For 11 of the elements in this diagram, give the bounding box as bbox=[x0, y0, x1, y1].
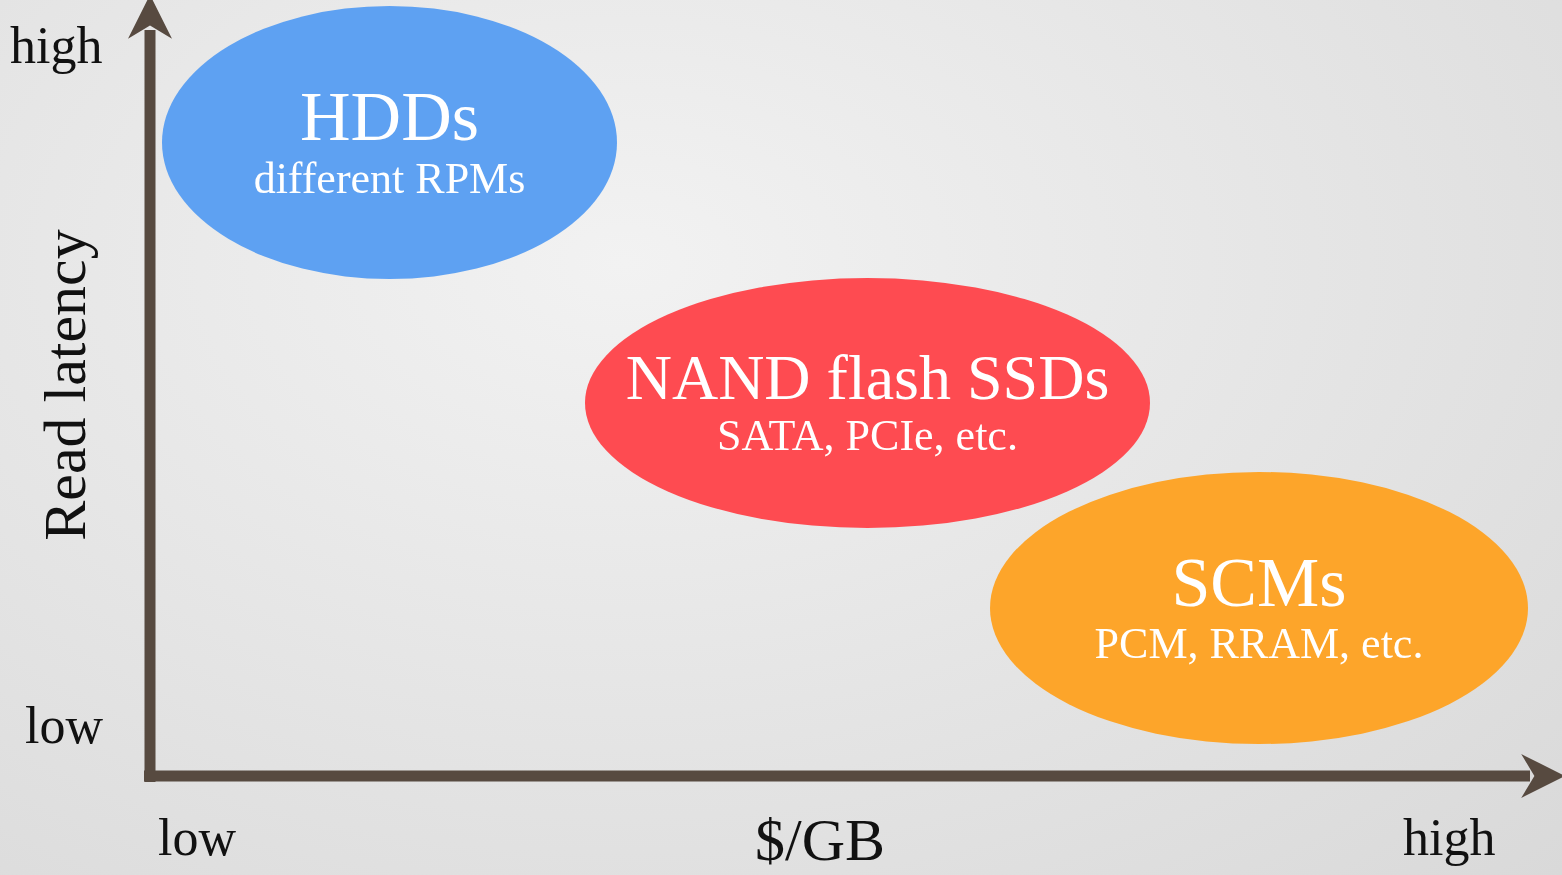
node-subtitle: PCM, RRAM, etc. bbox=[1094, 619, 1424, 671]
node-title: SCMs bbox=[1171, 545, 1347, 620]
node-title: HDDs bbox=[300, 80, 479, 154]
axis-title: $/GB bbox=[755, 810, 886, 870]
node-subtitle: different RPMs bbox=[253, 153, 526, 205]
node-title: NAND flash SSDs bbox=[625, 344, 1110, 412]
axis-tick-label: low bbox=[158, 812, 236, 864]
axis-tick-label: high bbox=[10, 20, 103, 72]
axis-tick-label: low bbox=[25, 700, 103, 752]
node-subtitle: SATA, PCIe, etc. bbox=[717, 411, 1018, 462]
axis-tick-label: high bbox=[1403, 812, 1496, 864]
